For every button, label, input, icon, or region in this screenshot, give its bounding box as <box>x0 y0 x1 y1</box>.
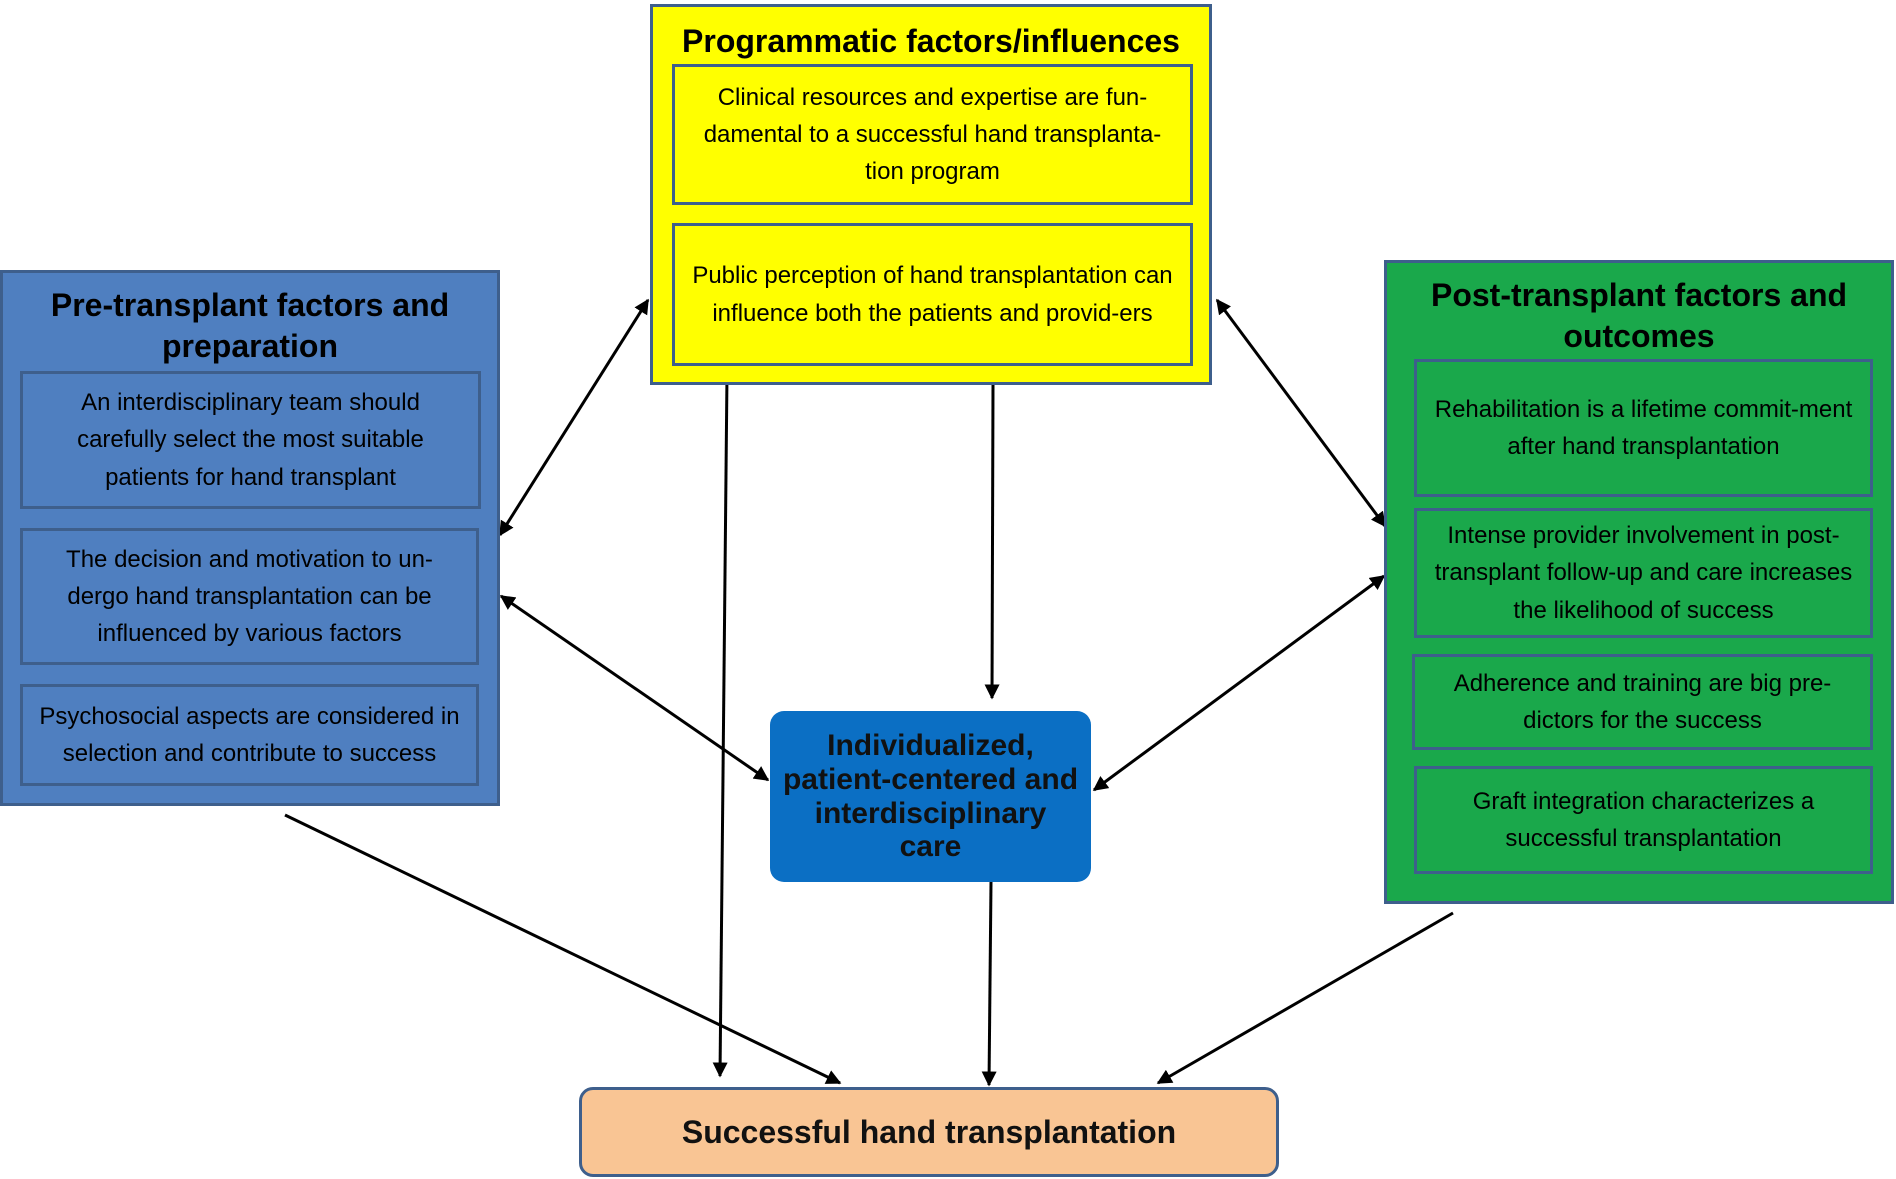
arrow-pre-transplant-center <box>499 594 770 782</box>
post-transplant-panel: Post-transplant factors and outcomes Reh… <box>1384 260 1894 904</box>
arrow-post-transplant-to-outcome <box>1156 911 1454 1085</box>
post-transplant-title: Post-transplant factors and outcomes <box>1430 277 1848 354</box>
successful-transplantation-box: Successful hand transplantation <box>579 1087 1279 1177</box>
arrow-center-to-outcome <box>981 881 997 1087</box>
arrow-pre-transplant-to-outcome <box>284 813 842 1085</box>
post-transplant-item-adherence-training: Adherence and training are big pre-dicto… <box>1412 654 1873 750</box>
arrow-post-transplant-center <box>1092 574 1386 792</box>
arrow-programmatic-to-center <box>984 384 1000 700</box>
pre-transplant-title: Pre-transplant factors and preparation <box>50 287 450 364</box>
programmatic-factors-panel: Programmatic factors/influences Clinical… <box>650 4 1212 385</box>
pre-transplant-item-psychosocial: Psychosocial aspects are considered in s… <box>20 684 479 786</box>
programmatic-item-public-perception: Public perception of hand transplantatio… <box>672 223 1193 366</box>
arrow-programmatic-post-transplant <box>1215 298 1387 528</box>
arrow-programmatic-to-outcome <box>712 373 729 1078</box>
individualized-care-box: Individualized, patient-centered and int… <box>770 711 1091 882</box>
pre-transplant-item-team-selection: An interdisciplinary team should careful… <box>20 371 481 509</box>
pre-transplant-item-decision-motivation: The decision and motivation to un-dergo … <box>20 528 479 665</box>
pre-transplant-panel: Pre-transplant factors and preparation A… <box>0 270 500 806</box>
programmatic-item-clinical-resources: Clinical resources and expertise are fun… <box>672 64 1193 205</box>
post-transplant-item-graft-integration: Graft integration characterizes a succes… <box>1414 766 1873 874</box>
programmatic-factors-title: Programmatic factors/influences <box>682 23 1180 59</box>
post-transplant-item-provider-involvement: Intense provider involvement in post-tra… <box>1414 508 1873 638</box>
arrow-programmatic-pre-transplant <box>498 298 650 537</box>
post-transplant-item-rehabilitation: Rehabilitation is a lifetime commit-ment… <box>1414 359 1873 497</box>
